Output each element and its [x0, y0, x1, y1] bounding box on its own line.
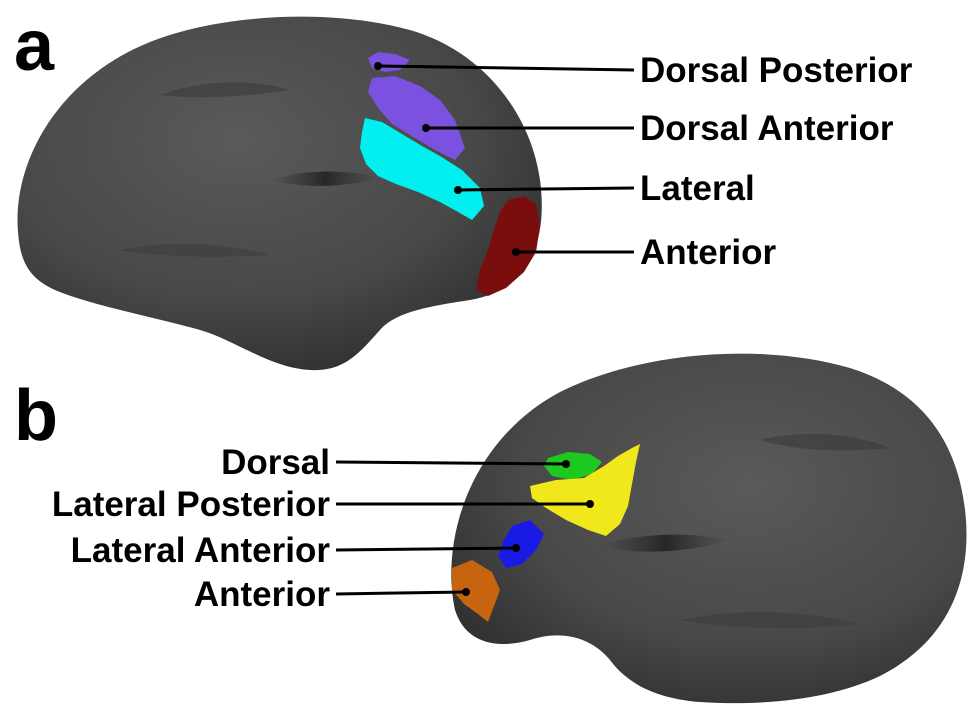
panel-b-dot-dorsal [562, 460, 570, 468]
panel-a-leader-lateral [458, 188, 634, 190]
panel-a-label-dorsal-posterior: Dorsal Posterior [640, 51, 913, 90]
panel-b-label-anterior: Anterior [194, 575, 331, 614]
panel-a-label-lateral: Lateral [640, 169, 755, 208]
panel-a-dot-anterior [512, 248, 520, 256]
panel-b: b Dorsal Lateral Posterior Lateral Anter… [14, 354, 966, 704]
panel-a-label-anterior: Anterior [640, 233, 777, 272]
panel-b-label-dorsal: Dorsal [221, 443, 330, 482]
panel-b-dot-lateral-anterior [512, 544, 520, 552]
panel-b-leader-lateral-anterior [336, 548, 516, 550]
panel-b-label-lateral-anterior: Lateral Anterior [71, 531, 331, 570]
panel-b-dot-lateral-posterior [586, 500, 594, 508]
panel-a-label-dorsal-anterior: Dorsal Anterior [640, 109, 894, 148]
panel-b-leader-dorsal [336, 462, 566, 464]
panel-letter-b: b [14, 376, 58, 456]
panel-letter-a: a [14, 6, 55, 86]
panel-a-dot-dorsal-anterior [422, 124, 430, 132]
panel-b-label-lateral-posterior: Lateral Posterior [52, 485, 331, 524]
panel-a-dot-lateral [454, 186, 462, 194]
panel-b-leader-anterior [336, 592, 466, 594]
panel-a-dot-dorsal-posterior [374, 62, 382, 70]
panel-a: a Dorsal Posterior Dorsal Anterior Later… [14, 6, 913, 370]
panel-b-dot-anterior [462, 588, 470, 596]
